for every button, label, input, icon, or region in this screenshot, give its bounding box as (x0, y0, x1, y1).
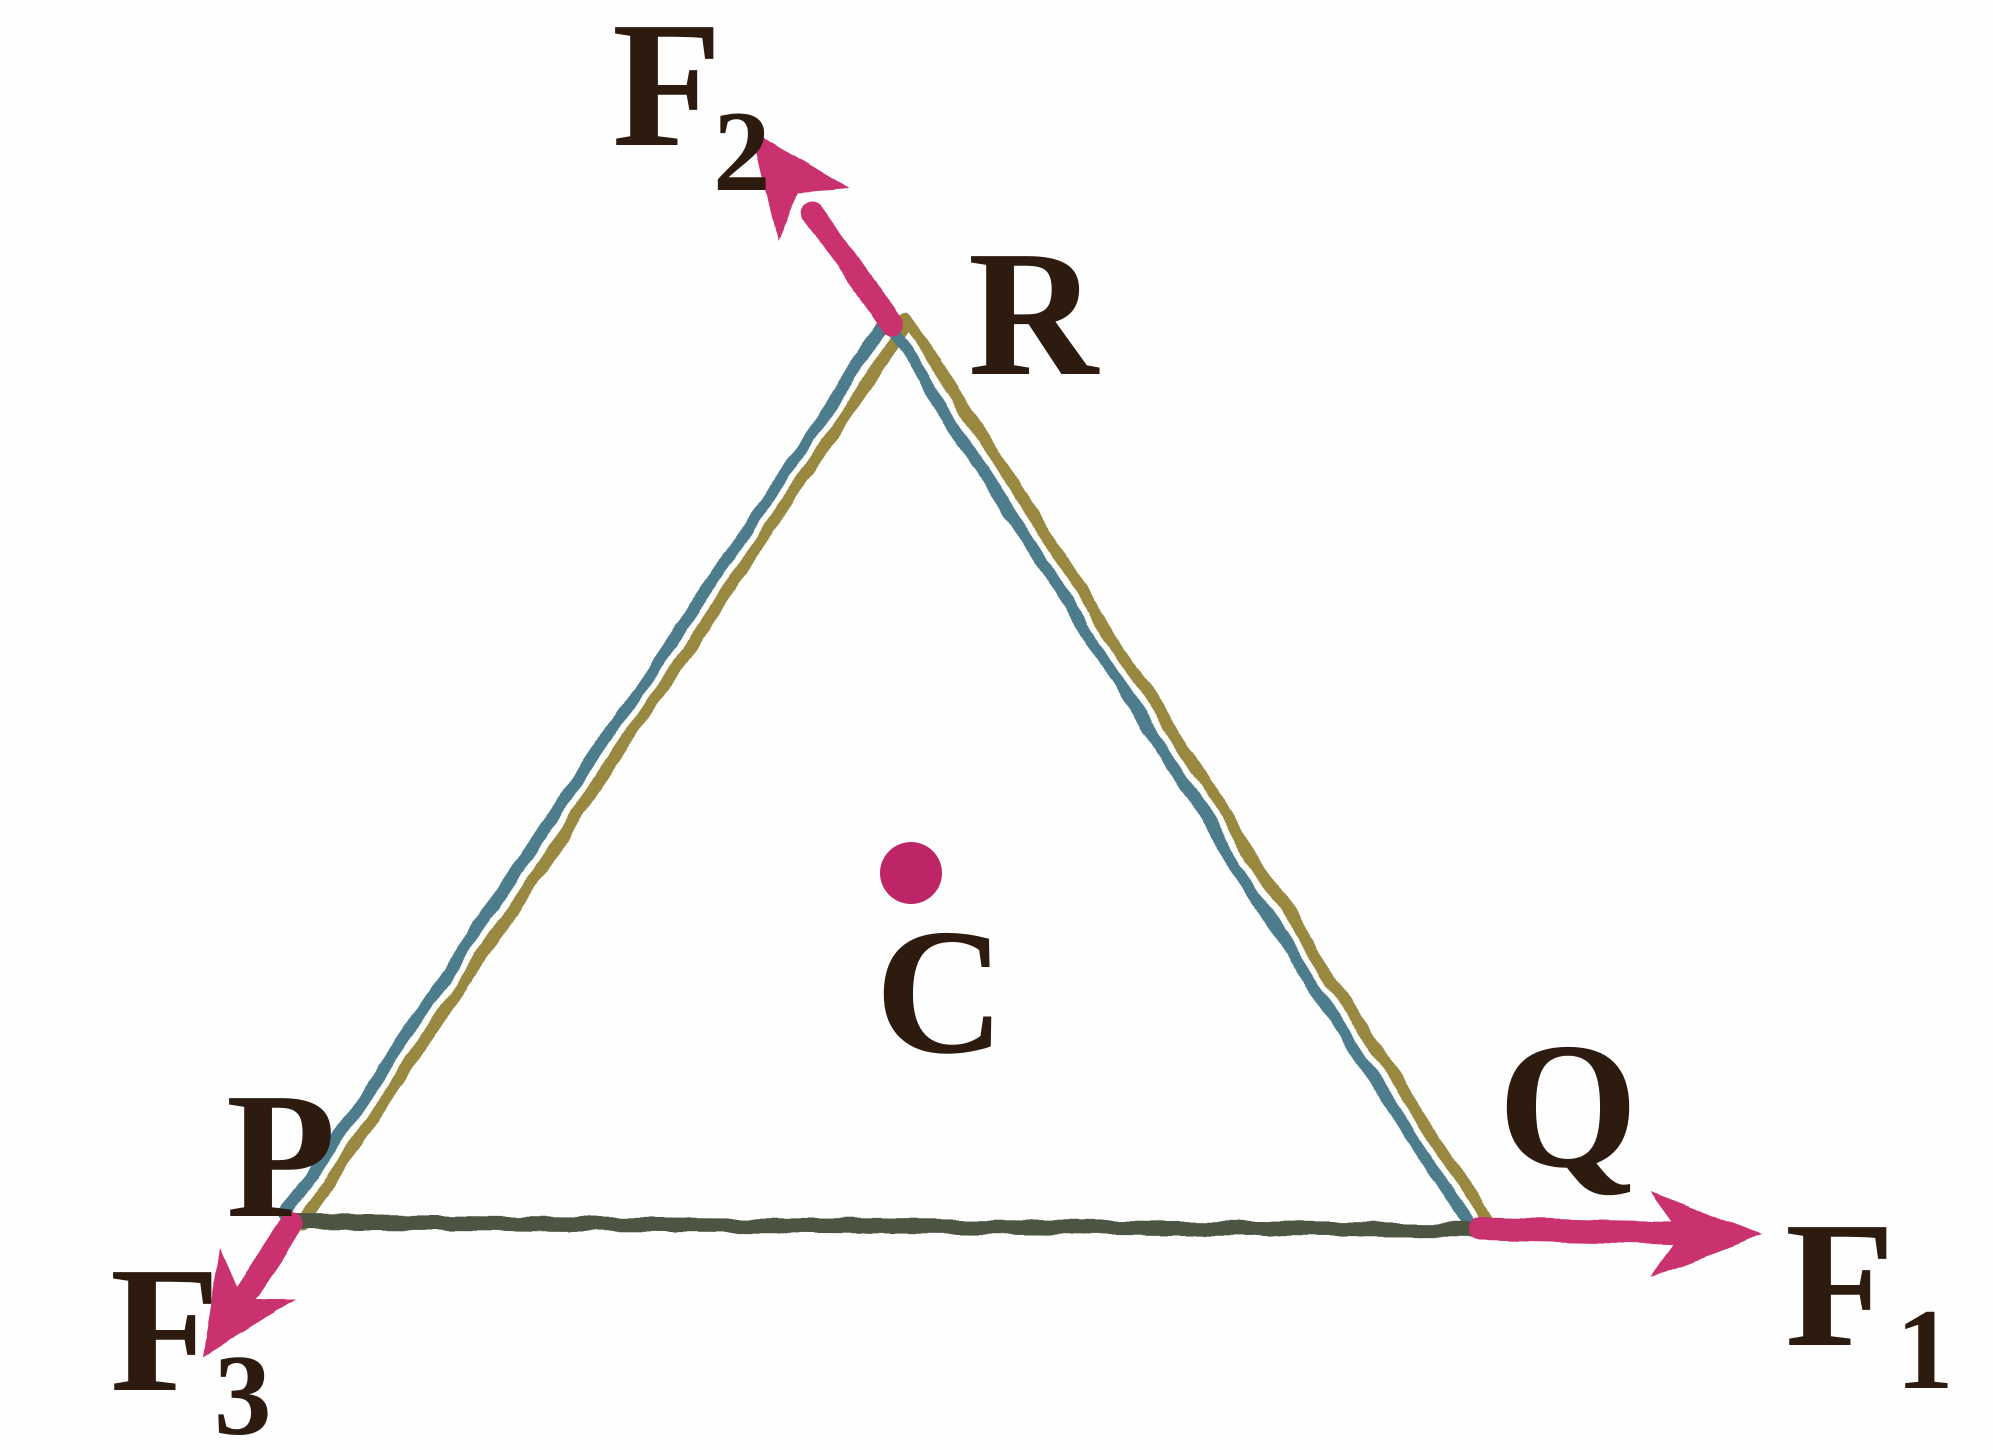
force-f3-label: F 3 (110, 1230, 272, 1450)
vertex-q-label: Q (1498, 1006, 1638, 1205)
force-f3-symbol: F (110, 1230, 213, 1429)
side-pq-line (281, 1215, 1491, 1237)
side-pr-teal-line (279, 311, 896, 1221)
force-f1-label: F 1 (1785, 1185, 1954, 1413)
triangle-sides (279, 311, 1494, 1238)
force-f2-symbol: F (612, 0, 715, 184)
force-f3-shaft (235, 1212, 303, 1303)
force-arrows (203, 130, 1763, 1357)
force-f3-subscript: 3 (214, 1332, 272, 1450)
force-f1-arrowhead (1650, 1192, 1763, 1278)
centroid-dot (880, 842, 942, 904)
force-f2-arrowhead (752, 130, 849, 241)
centroid-label: C (875, 892, 1005, 1091)
force-f1-subscript: 1 (1896, 1286, 1954, 1413)
side-rq-teal-line (884, 321, 1479, 1238)
force-f2-shaft (800, 201, 905, 337)
force-f3-arrowhead (203, 1248, 296, 1357)
side-pr-olive-line (295, 321, 911, 1231)
side-rq-olive-line (899, 311, 1494, 1228)
force-f1-symbol: F (1785, 1185, 1888, 1384)
force-f1-shaft (1470, 1217, 1684, 1245)
vertex-p-label: P (226, 1056, 336, 1255)
vertex-r-label: R (968, 214, 1100, 413)
force-f2-label: F 2 (612, 0, 771, 215)
force-f2-subscript: 2 (713, 88, 771, 215)
